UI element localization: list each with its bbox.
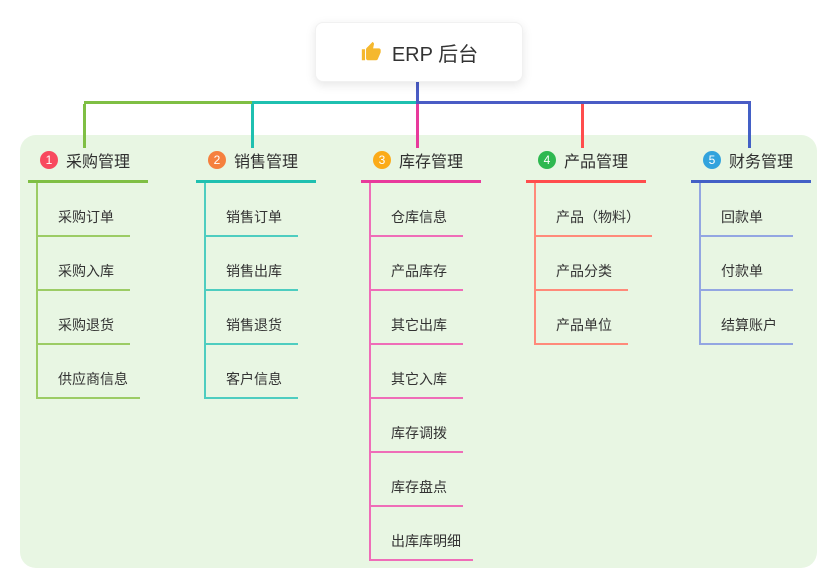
child-node[interactable]: 付款单 [701, 237, 793, 291]
branch-drop-line [581, 104, 584, 148]
branch-children: 销售订单销售出库销售退货客户信息 [204, 183, 316, 399]
branches-panel [20, 135, 817, 568]
branch-node[interactable]: 5 财务管理 [691, 148, 811, 183]
branch-number-badge: 5 [703, 151, 721, 169]
branch-2: 2 销售管理销售订单销售出库销售退货客户信息 [196, 148, 316, 399]
child-node[interactable]: 出库库明细 [371, 507, 473, 561]
root-node[interactable]: ERP 后台 [315, 22, 523, 82]
branch-node[interactable]: 4 产品管理 [526, 148, 646, 183]
branch-number-badge: 4 [538, 151, 556, 169]
branch-label: 产品管理 [564, 154, 629, 171]
branch-children: 仓库信息产品库存其它出库其它入库库存调拨库存盘点出库库明细 [369, 183, 481, 561]
branch-children: 采购订单采购入库采购退货供应商信息 [36, 183, 148, 399]
child-node[interactable]: 供应商信息 [38, 345, 140, 399]
child-node[interactable]: 销售订单 [206, 183, 298, 237]
branch-drop-line [416, 104, 419, 148]
branch-number-badge: 2 [208, 151, 226, 169]
branch-node[interactable]: 3 库存管理 [361, 148, 481, 183]
branch-drop-line [83, 104, 86, 148]
child-node[interactable]: 结算账户 [701, 291, 793, 345]
child-node[interactable]: 产品库存 [371, 237, 463, 291]
child-node[interactable]: 其它出库 [371, 291, 463, 345]
child-node[interactable]: 销售退货 [206, 291, 298, 345]
child-node[interactable]: 客户信息 [206, 345, 298, 399]
child-node[interactable]: 产品（物料） [536, 183, 652, 237]
root-title: ERP 后台 [391, 43, 479, 66]
child-node[interactable]: 仓库信息 [371, 183, 463, 237]
root-connector-line [416, 82, 419, 104]
branch-node[interactable]: 1 采购管理 [28, 148, 148, 183]
connector-bus-mid [252, 101, 418, 104]
branch-number-badge: 1 [40, 151, 58, 169]
child-node[interactable]: 回款单 [701, 183, 793, 237]
connector-bus-left [84, 101, 254, 104]
child-node[interactable]: 销售出库 [206, 237, 298, 291]
branch-number-badge: 3 [373, 151, 391, 169]
child-node[interactable]: 采购退货 [38, 291, 130, 345]
branch-label: 库存管理 [399, 154, 464, 171]
branch-label: 财务管理 [729, 154, 794, 171]
child-node[interactable]: 产品分类 [536, 237, 628, 291]
branch-3: 3 库存管理仓库信息产品库存其它出库其它入库库存调拨库存盘点出库库明细 [361, 148, 481, 561]
child-node[interactable]: 库存盘点 [371, 453, 463, 507]
child-node[interactable]: 其它入库 [371, 345, 463, 399]
branch-label: 销售管理 [234, 154, 299, 171]
child-node[interactable]: 采购订单 [38, 183, 130, 237]
branch-drop-line [251, 104, 254, 148]
thumbs-up-icon [360, 41, 382, 63]
branch-children: 回款单付款单结算账户 [699, 183, 811, 345]
child-node[interactable]: 库存调拨 [371, 399, 463, 453]
branch-5: 5 财务管理回款单付款单结算账户 [691, 148, 811, 345]
branch-1: 1 采购管理采购订单采购入库采购退货供应商信息 [28, 148, 148, 399]
child-node[interactable]: 产品单位 [536, 291, 628, 345]
branch-4: 4 产品管理产品（物料）产品分类产品单位 [526, 148, 652, 345]
branch-node[interactable]: 2 销售管理 [196, 148, 316, 183]
connector-bus-right [416, 101, 751, 104]
child-node[interactable]: 采购入库 [38, 237, 130, 291]
branch-children: 产品（物料）产品分类产品单位 [534, 183, 652, 345]
branch-drop-line [748, 104, 751, 148]
branch-label: 采购管理 [66, 154, 131, 171]
